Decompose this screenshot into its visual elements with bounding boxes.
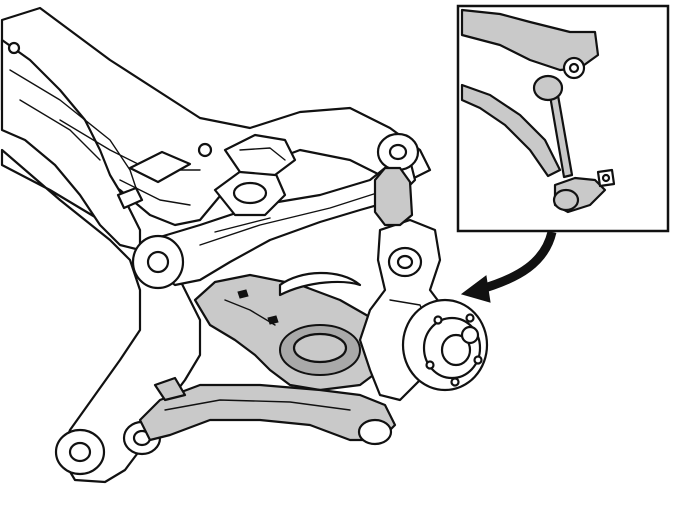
upper-control-arm xyxy=(148,133,417,287)
inset-stabilizer-bar xyxy=(460,8,600,72)
inset-upper-joint xyxy=(532,74,564,102)
lower-spring-arm xyxy=(193,271,387,392)
inset-lower-arm xyxy=(460,83,562,178)
wheel-hub xyxy=(401,298,489,392)
bushings xyxy=(54,132,420,476)
inset-detail xyxy=(456,4,670,233)
lower-control-arm xyxy=(138,376,397,446)
subframe xyxy=(0,6,432,484)
callout-arrow xyxy=(460,230,557,303)
